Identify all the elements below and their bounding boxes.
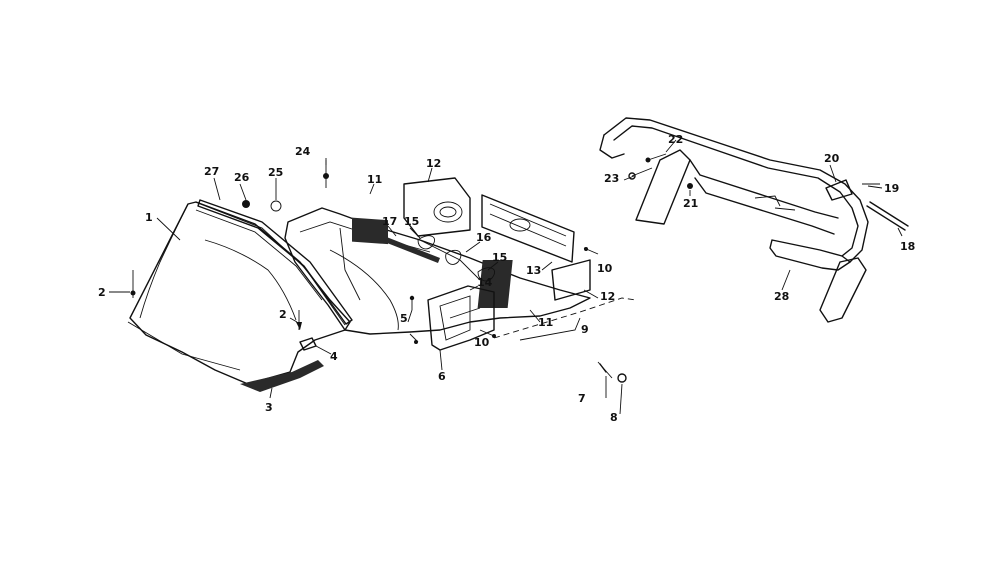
callout-25: 25: [268, 166, 283, 179]
callout-18: 18: [900, 240, 915, 253]
callout-3: 3: [265, 401, 273, 414]
callout-2: 2: [98, 286, 106, 299]
trim-strip-part[interactable]: [197, 199, 353, 325]
callout-27: 27: [204, 165, 219, 178]
callout-10: 10: [597, 262, 613, 275]
callout-12: 12: [426, 157, 441, 170]
callout-labels: 1 2 2 3 4 5 6 7 8 9 10 10 11 11 12 12 13…: [98, 133, 915, 424]
callout-9: 9: [581, 323, 589, 336]
callout-10: 10: [474, 336, 490, 349]
callout-11: 11: [367, 173, 382, 186]
callout-12: 12: [600, 290, 615, 303]
callout-21: 21: [683, 197, 698, 210]
callout-15: 15: [492, 251, 507, 264]
callout-1: 1: [145, 211, 153, 224]
hardware-items: [130, 153, 909, 383]
callout-6: 6: [438, 370, 446, 383]
callout-20: 20: [824, 152, 840, 165]
callout-8: 8: [610, 411, 618, 424]
callout-15: 15: [404, 215, 419, 228]
taillight-panel-part[interactable]: [481, 194, 575, 263]
callout-14: 14: [477, 276, 493, 289]
rear-bracket-part[interactable]: [427, 285, 495, 351]
callout-11: 11: [538, 316, 553, 329]
callout-23: 23: [604, 172, 619, 185]
reflector-part[interactable]: [352, 217, 513, 308]
callout-2: 2: [279, 308, 287, 321]
callout-7: 7: [578, 392, 586, 405]
lower-bracket-part[interactable]: [551, 259, 591, 301]
callout-28: 28: [774, 290, 789, 303]
callout-19: 19: [884, 182, 899, 195]
callout-26: 26: [234, 171, 250, 184]
bumper-strip-part[interactable]: [240, 360, 324, 392]
callout-5: 5: [400, 312, 408, 325]
leader-lines: [109, 139, 903, 415]
callout-13: 13: [526, 264, 541, 277]
callout-17: 17: [382, 215, 397, 228]
grab-bar-frame-part[interactable]: [599, 117, 869, 323]
light-bracket-part[interactable]: [403, 177, 471, 237]
callout-22: 22: [668, 133, 683, 146]
hinge-strip-part[interactable]: [382, 236, 440, 263]
callout-4: 4: [330, 350, 338, 363]
callout-16: 16: [476, 231, 492, 244]
hood-part[interactable]: [127, 201, 351, 385]
callout-24: 24: [295, 145, 311, 158]
